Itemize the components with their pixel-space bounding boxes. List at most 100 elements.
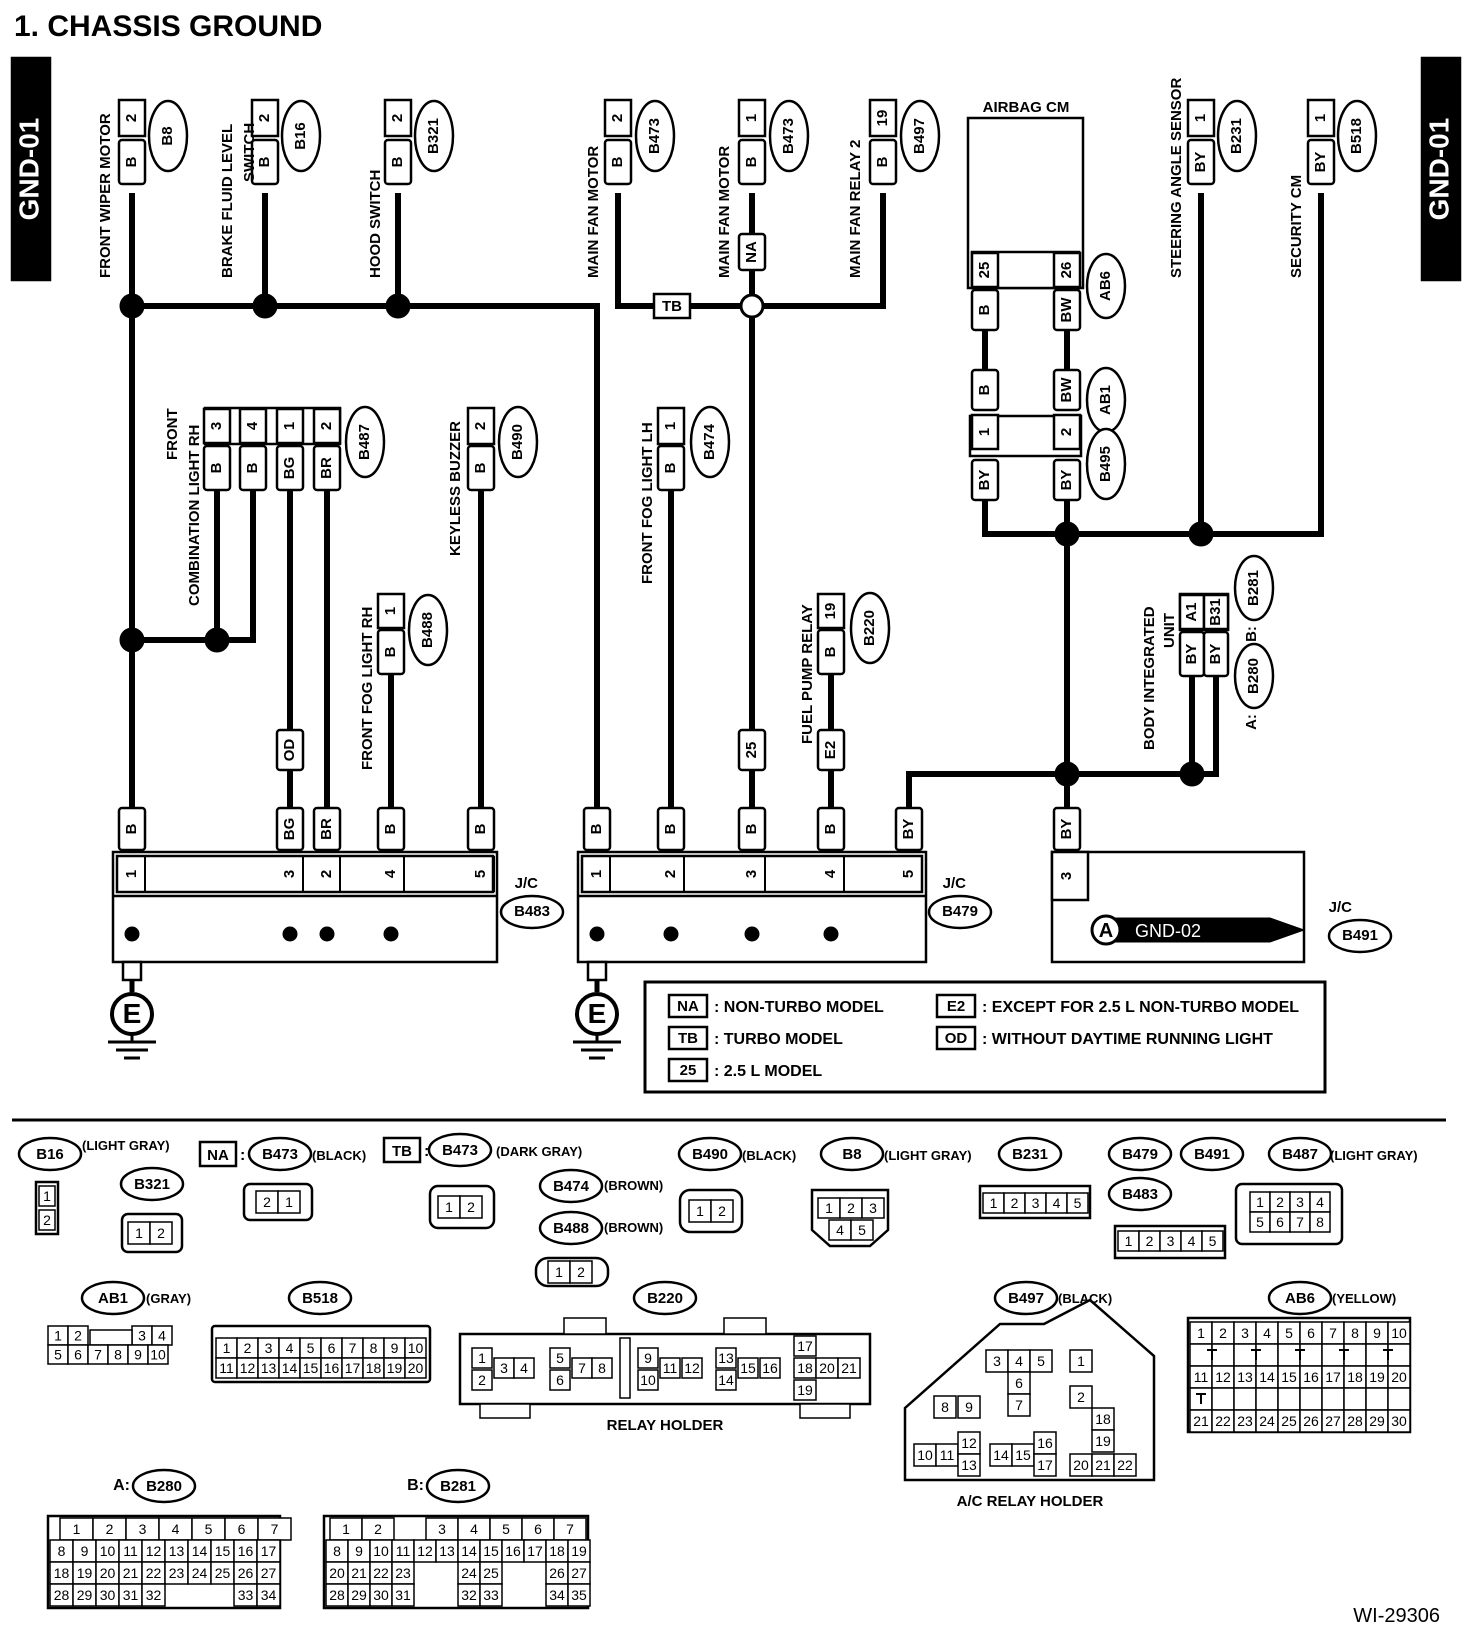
pin-cell <box>1211 1387 1235 1411</box>
lock-mark-icon <box>1295 1349 1305 1360</box>
pin-number: 3 <box>208 422 225 430</box>
connector-id: B479 <box>942 903 978 920</box>
wire-color-tag <box>894 806 924 852</box>
pin-label: 17 <box>345 1360 361 1376</box>
wire-color: BY <box>1058 470 1075 491</box>
connector-id: B281 <box>440 1478 476 1495</box>
pin-cell <box>256 1583 281 1607</box>
pin-label: 34 <box>261 1587 277 1603</box>
connector-id: B487 <box>1282 1146 1318 1163</box>
wire-color: B <box>123 823 140 834</box>
pin-cell <box>147 1344 169 1365</box>
component-label: AIRBAG CM <box>983 99 1070 116</box>
pin-label: 11 <box>396 1543 411 1559</box>
junction-pin-row <box>1050 850 1090 902</box>
pin-label: 5 <box>858 1222 866 1238</box>
connector-id-oval <box>997 1136 1063 1172</box>
pin-label: 18 <box>1347 1369 1363 1385</box>
wire-color: B <box>976 304 993 315</box>
holder-caption: RELAY HOLDER <box>607 1417 724 1434</box>
pin-label: 3 <box>139 1521 147 1537</box>
pin-label: 19 <box>387 1360 403 1376</box>
pin-cell <box>1299 1343 1323 1367</box>
pin-cell <box>1365 1387 1389 1411</box>
pin-box <box>238 407 268 445</box>
pin-label: 11 <box>123 1543 138 1559</box>
pin-label: 1 <box>43 1188 51 1204</box>
connector-id: B474 <box>701 423 718 460</box>
wire-color-tag <box>1186 138 1216 186</box>
pin-label: 1 <box>478 1350 486 1366</box>
pin-cell <box>793 1335 817 1357</box>
connector-id-oval <box>147 99 189 173</box>
pin-number: 3 <box>1058 872 1075 880</box>
pin-cell <box>861 1197 885 1219</box>
splice-point <box>319 926 335 942</box>
pin-label: 11 <box>1194 1369 1209 1385</box>
wire-color-tag <box>1202 630 1230 678</box>
wire-color-tag <box>816 728 846 772</box>
pin-label: 27 <box>1325 1413 1341 1429</box>
pin-label: 2 <box>74 1328 82 1344</box>
connector-id-oval <box>131 1468 197 1504</box>
wire-color-tag <box>238 444 268 492</box>
wire-color-tag <box>656 806 686 852</box>
pin-cell <box>277 1190 301 1214</box>
wire-color: B <box>472 462 489 473</box>
wire-color: B <box>382 646 399 657</box>
pin-label: 33 <box>483 1587 499 1603</box>
pin-label: 19 <box>797 1382 813 1398</box>
pin-cell <box>1321 1387 1345 1411</box>
latch <box>563 1317 607 1335</box>
connector-note: (BLACK) <box>1058 1291 1112 1306</box>
pin-cell <box>549 1347 571 1369</box>
pin-label: 18 <box>1095 1411 1111 1427</box>
pin-label: 31 <box>123 1587 139 1603</box>
condition-code: E2 <box>947 998 965 1015</box>
splice-point-open <box>739 293 765 319</box>
wire-color: BW <box>1058 297 1075 323</box>
wire-color: NA <box>743 241 760 263</box>
wire-color: BY <box>1183 644 1200 665</box>
component-label: BODY INTEGRATED <box>1141 606 1158 750</box>
pin-box <box>1052 413 1082 451</box>
pin-label: 1 <box>285 1194 293 1210</box>
connector-id: B474 <box>553 1178 590 1195</box>
component-connector <box>376 592 406 630</box>
pin-label: 19 <box>1369 1369 1385 1385</box>
connector-note: (DARK GRAY) <box>496 1144 582 1159</box>
pin-cell <box>1255 1387 1279 1411</box>
pin-label: 8 <box>598 1360 606 1376</box>
pin-label: 6 <box>1307 1325 1315 1341</box>
wire-color-tag <box>117 138 147 186</box>
pin-cell <box>957 1395 981 1419</box>
pin-label: 6 <box>328 1340 336 1356</box>
pin-cell <box>1387 1409 1411 1433</box>
pin-label: 1 <box>555 1264 563 1280</box>
connector-note: (BROWN) <box>604 1220 663 1235</box>
pin-label: 1 <box>135 1225 143 1241</box>
connector-id: AB6 <box>1097 271 1114 301</box>
pin-cell <box>637 1369 659 1391</box>
condition-code: TB <box>392 1143 412 1160</box>
connector-note: A: <box>113 1477 130 1494</box>
component-connector <box>250 98 280 138</box>
connector-id-oval <box>280 99 322 173</box>
pin-cell <box>471 1369 493 1391</box>
connector-id: B483 <box>1122 1186 1158 1203</box>
pin-label: 2 <box>1276 1194 1284 1210</box>
connector-id-oval <box>80 1280 146 1316</box>
pin-cell <box>793 1379 817 1401</box>
pin-label: 25 <box>1281 1413 1297 1429</box>
wire-color: B <box>389 156 406 167</box>
lock-mark-icon <box>1196 1393 1206 1404</box>
pin-label: 1 <box>223 1340 231 1356</box>
condition-tag <box>935 1025 977 1051</box>
pin-label: 7 <box>1015 1397 1023 1413</box>
wire-color-tag <box>466 806 496 852</box>
wire <box>129 303 600 851</box>
connector-id: B231 <box>1228 118 1245 154</box>
pin-cell <box>591 1357 613 1379</box>
